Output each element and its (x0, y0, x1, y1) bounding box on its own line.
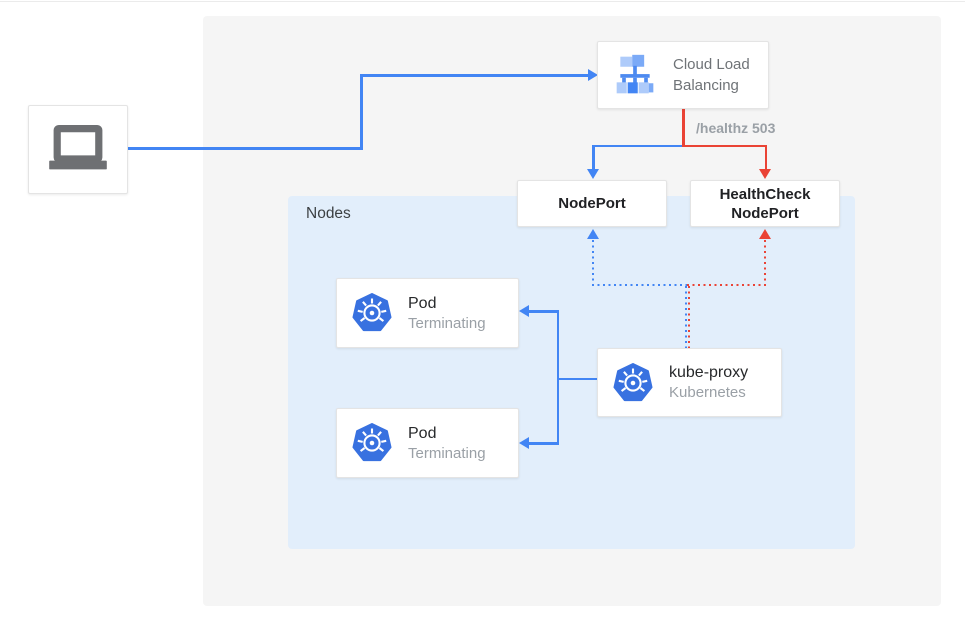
pod1-card: Pod Terminating (336, 278, 519, 348)
edge-to-pod1 (528, 310, 558, 313)
dotted-red-v-center (688, 286, 690, 348)
healthcheck-label-line2: NodePort (731, 204, 799, 222)
edge-split-blue-h (592, 144, 684, 147)
kubernetes-icon (352, 293, 392, 333)
edge-pods-vertical (556, 310, 559, 445)
load-balancer-icon (613, 53, 657, 97)
kube-proxy-card: kube-proxy Kubernetes (597, 348, 782, 417)
pod2-status: Terminating (408, 444, 486, 462)
arrowhead-into-healthcheck (759, 169, 771, 179)
nodeport-label: NodePort (558, 195, 626, 212)
arrowhead-dotted-into-healthcheck (759, 229, 771, 239)
arrowhead-into-pod1 (519, 304, 529, 317)
kubernetes-icon (613, 362, 653, 403)
arrowhead-dotted-into-nodeport (587, 229, 599, 239)
pod1-title: Pod (408, 294, 437, 312)
healthcheck-label-line1: HealthCheck (719, 185, 811, 203)
edge-clb-drop-red (682, 109, 685, 147)
edge-to-pod2 (528, 442, 558, 445)
top-divider (0, 1, 965, 2)
healthz-status-label: /healthz 503 (696, 120, 776, 136)
dotted-blue-h (592, 284, 687, 286)
dotted-red-v-right (764, 240, 766, 285)
edge-client-clb-seg1 (128, 147, 362, 150)
healthcheck-nodeport-card: HealthCheck NodePort (690, 180, 840, 227)
cloud-load-balancing-card: Cloud Load Balancing (597, 41, 769, 109)
client-card (28, 105, 128, 194)
nodes-group-label: Nodes (306, 205, 351, 222)
pod2-title: Pod (408, 424, 437, 442)
dotted-red-h (687, 284, 766, 286)
arrowhead-into-pod2 (519, 436, 529, 449)
edge-client-clb-seg2 (360, 74, 363, 150)
clb-label-line1: Cloud Load (673, 56, 750, 73)
edge-client-clb-seg3 (360, 74, 588, 77)
kubernetes-icon (352, 423, 392, 463)
edge-split-red-h (682, 144, 767, 147)
dotted-blue-v-left (592, 240, 594, 285)
dotted-blue-v-center (685, 286, 687, 348)
kube-proxy-subtitle: Kubernetes (669, 384, 746, 401)
edge-blue-v-to-nodeport (592, 144, 595, 171)
kube-proxy-title: kube-proxy (669, 364, 749, 381)
pod1-status: Terminating (408, 314, 486, 332)
edge-red-v-to-healthcheck (764, 144, 767, 171)
arrowhead-into-clb (588, 69, 598, 81)
clb-label-line2: Balancing (673, 77, 739, 94)
laptop-icon (46, 121, 110, 178)
nodeport-card: NodePort (517, 180, 667, 227)
arrowhead-into-nodeport (587, 169, 599, 179)
edge-kubeproxy-out (557, 377, 597, 380)
pod2-card: Pod Terminating (336, 408, 519, 478)
